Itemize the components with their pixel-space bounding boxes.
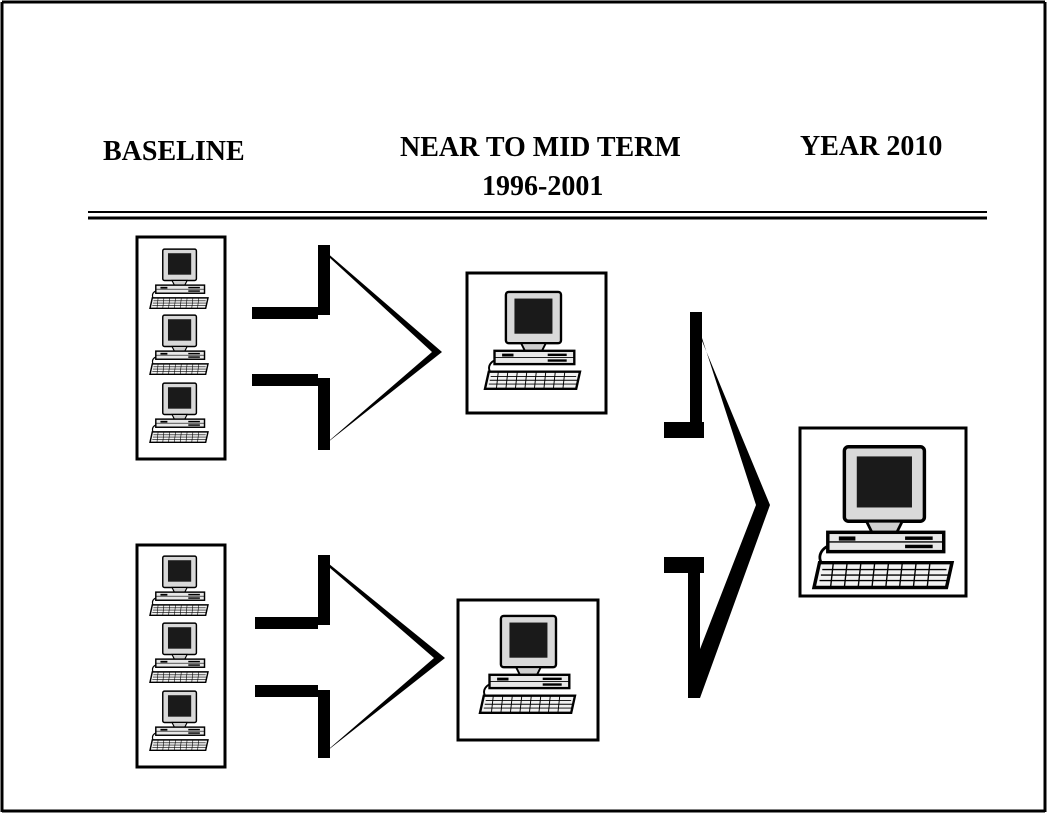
consolidation-arrow-top	[252, 245, 442, 450]
year-2010-system	[798, 426, 968, 598]
baseline-group-top	[135, 235, 227, 461]
header-near-mid-term: NEAR TO MID TERM	[400, 132, 681, 163]
header-baseline: BASELINE	[103, 136, 245, 167]
near-term-system-top	[465, 271, 608, 415]
consolidation-arrow-bottom	[255, 555, 445, 758]
baseline-group-bottom	[135, 543, 227, 769]
near-term-system-bottom	[456, 598, 600, 742]
header-near-mid-years: 1996-2001	[482, 171, 603, 202]
header-year-2010: YEAR 2010	[800, 131, 942, 162]
header-divider	[88, 211, 987, 220]
merge-arrow	[664, 312, 770, 698]
